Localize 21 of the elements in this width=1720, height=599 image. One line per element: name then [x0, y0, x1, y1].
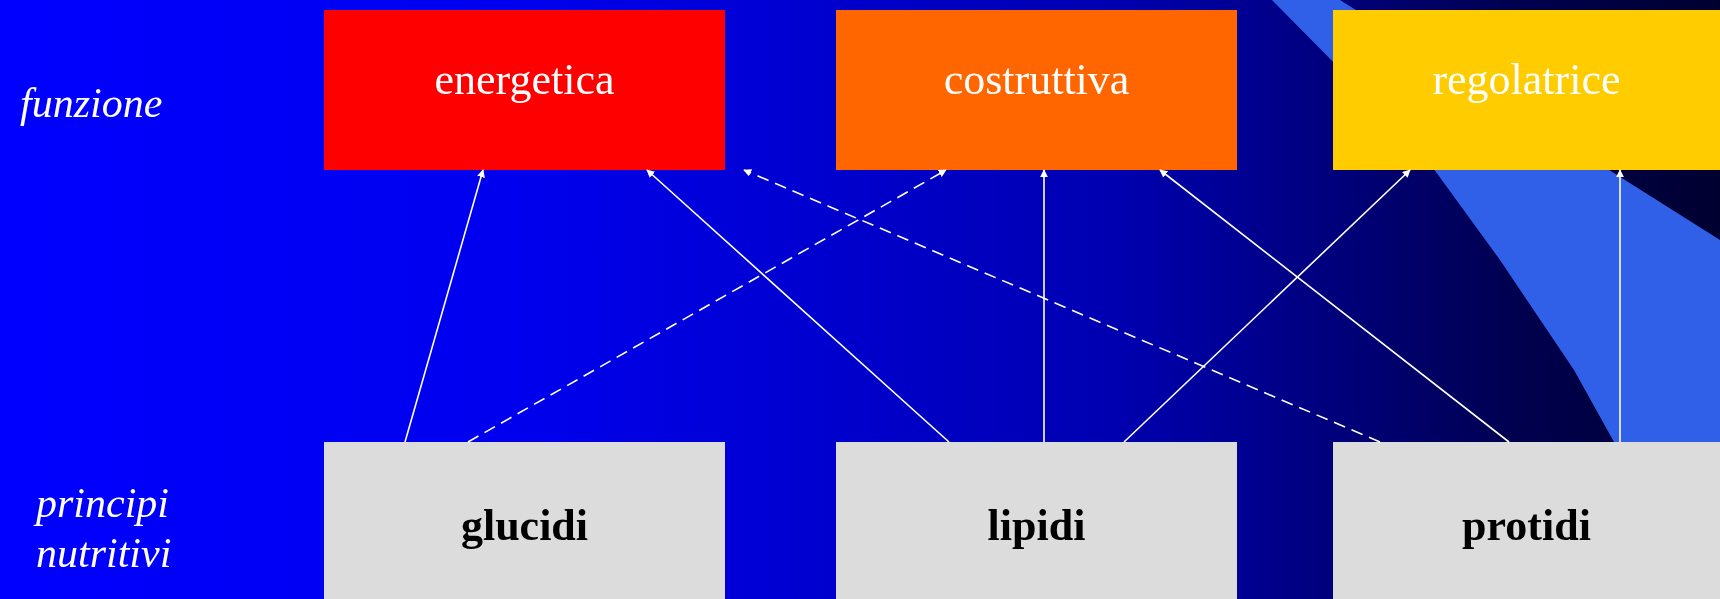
arrow: [743, 169, 1381, 443]
row-label: funzione: [20, 79, 164, 128]
nutrient-box: [324, 442, 725, 599]
box-label: costruttiva: [943, 53, 1130, 105]
nutrient-box: [1333, 442, 1720, 599]
arrow: [1616, 169, 1624, 443]
function-box: [836, 10, 1237, 170]
arrow: [1123, 169, 1411, 443]
nutrient-box: [836, 442, 1237, 599]
arrow: [467, 169, 947, 443]
box-label: glucidi: [460, 500, 589, 551]
function-box: [324, 10, 725, 170]
box-label: regolatrice: [1432, 53, 1621, 105]
arrow: [1040, 169, 1048, 443]
function-box: [1333, 10, 1720, 170]
arrow: [646, 169, 950, 443]
box-label: protidi: [1462, 500, 1591, 551]
arrow: [1159, 169, 1510, 443]
box-label: energetica: [434, 53, 615, 105]
box-label: lipidi: [987, 500, 1086, 551]
arrow: [404, 169, 485, 443]
